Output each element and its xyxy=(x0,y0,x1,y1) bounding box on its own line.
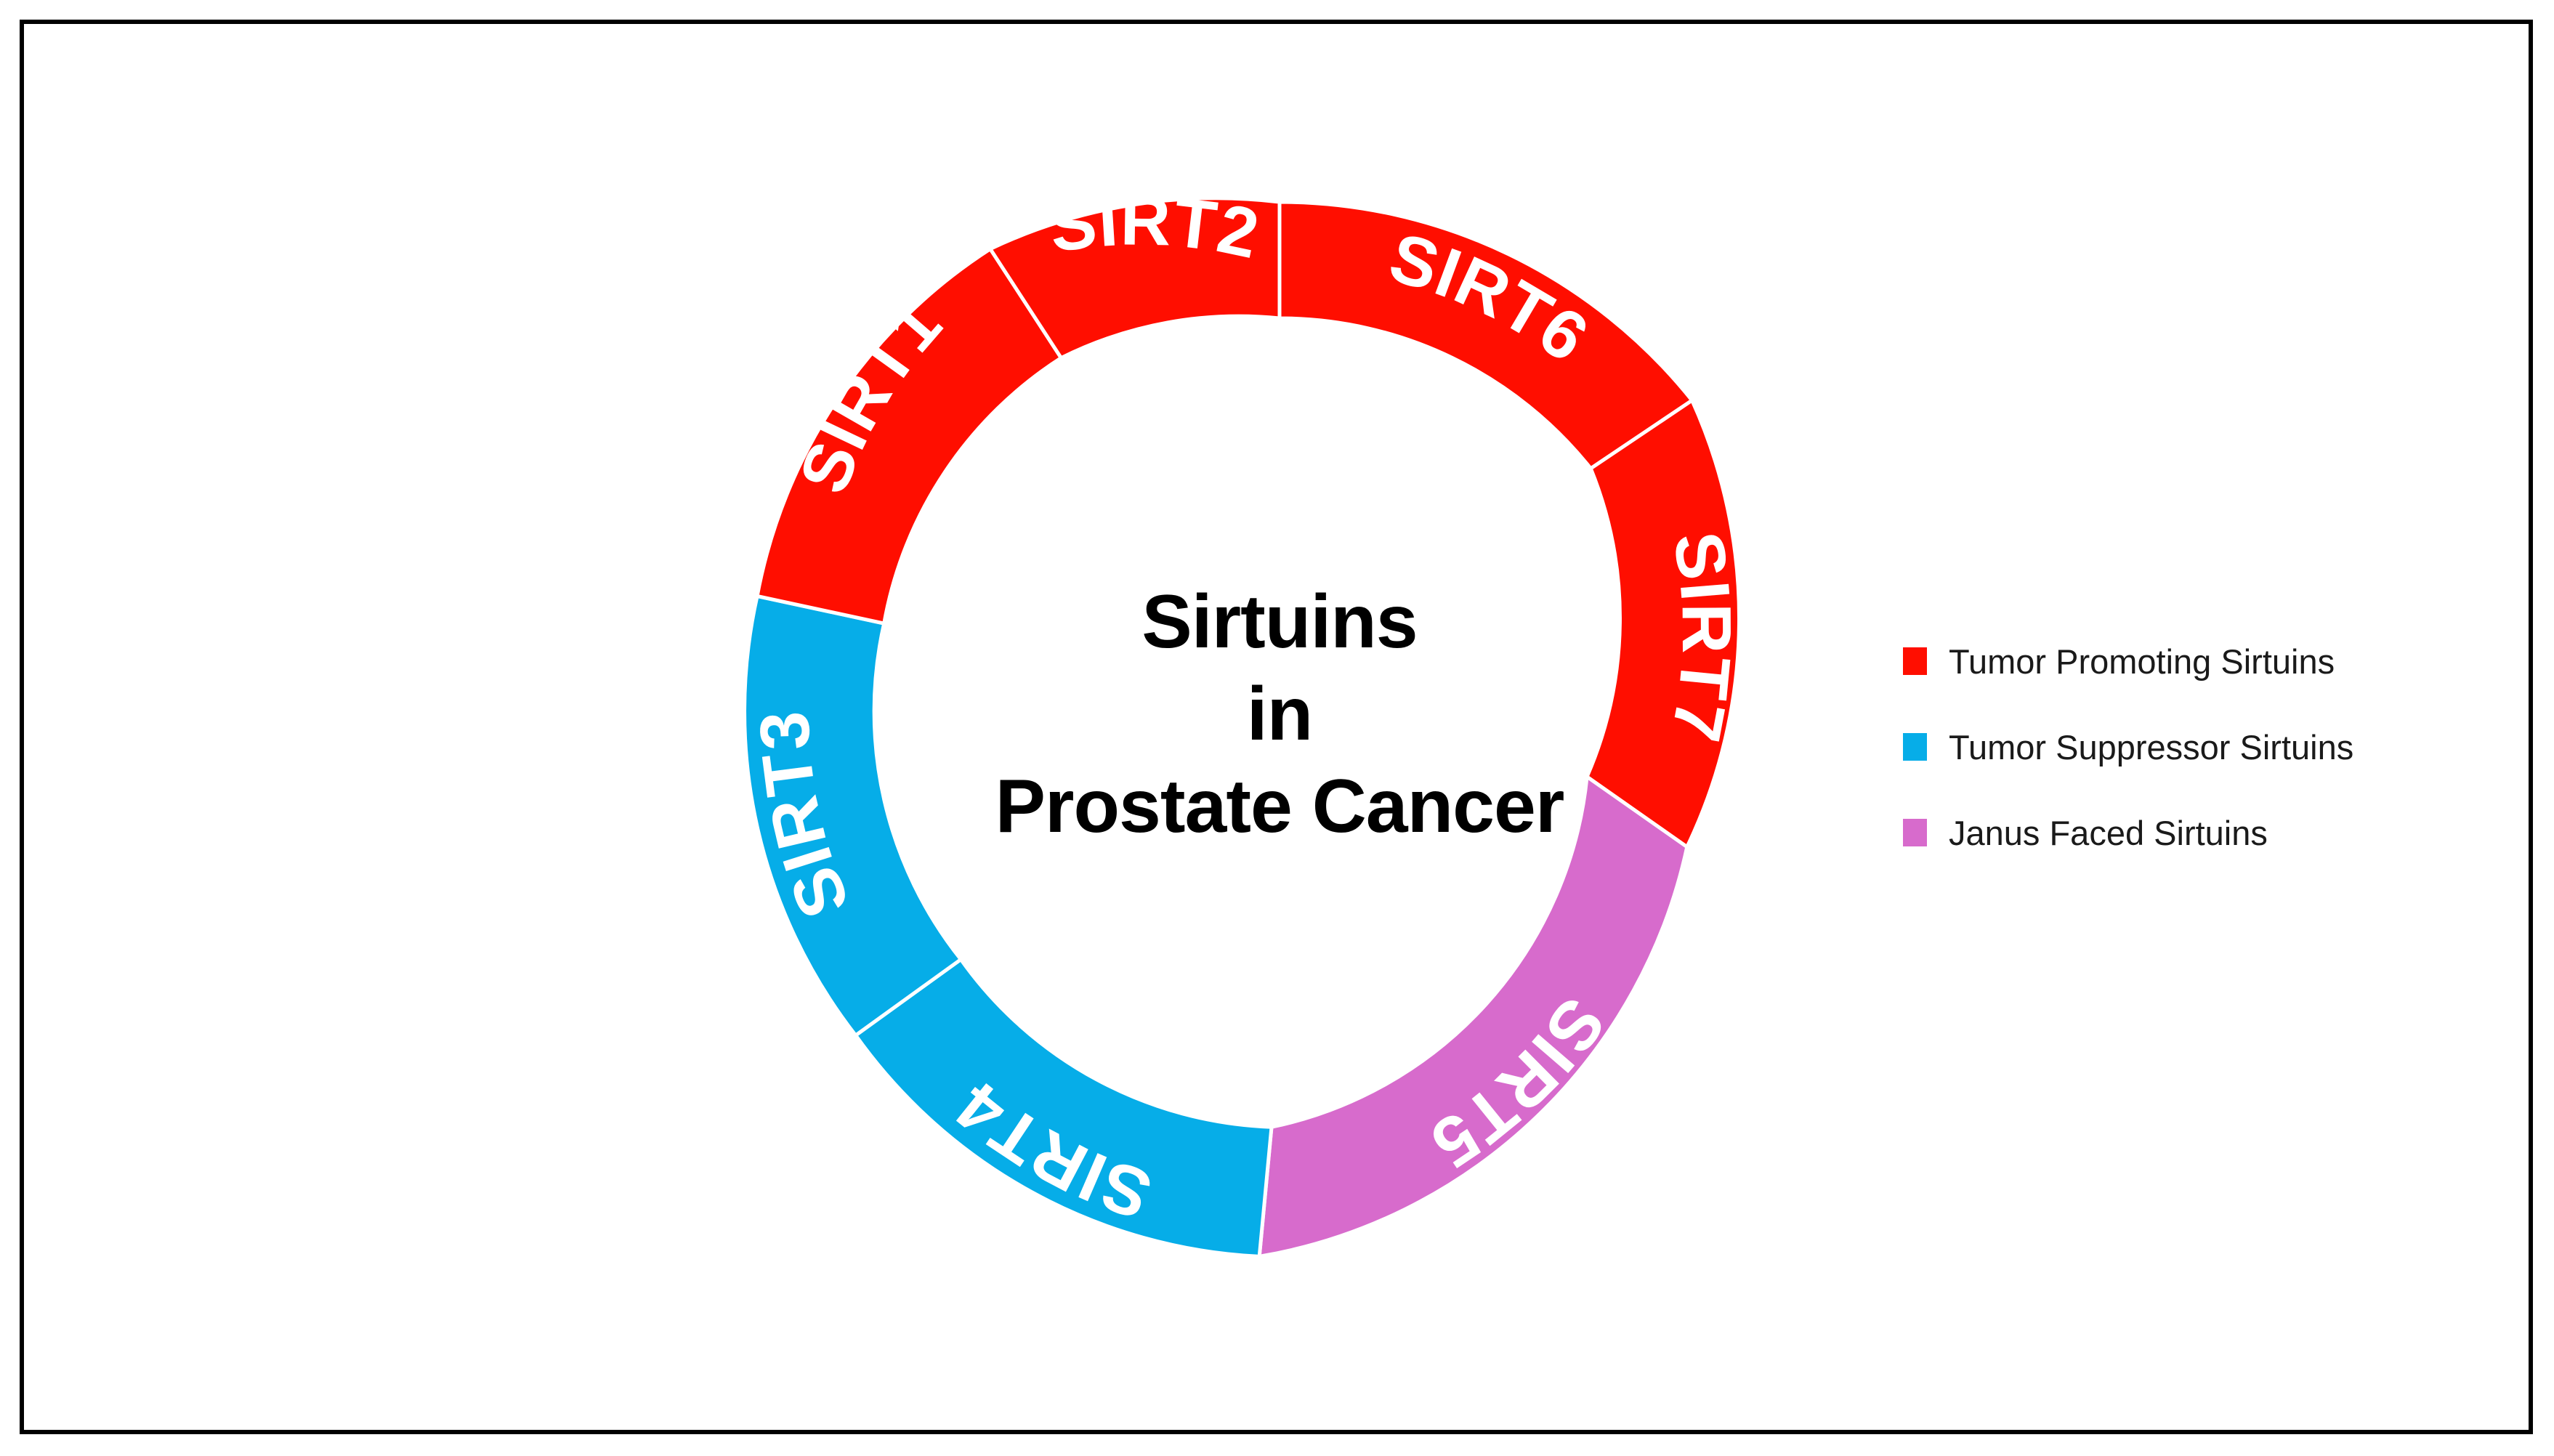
center-text-line-1: Sirtuins xyxy=(1141,580,1418,664)
center-text-line-3: Prostate Cancer xyxy=(995,764,1565,849)
figure-border: SIRT6 SIRT7 SIRT5 SIRT4 SIRT3 SIRT1 xyxy=(20,20,2533,1434)
legend-swatch-icon xyxy=(1903,647,1927,675)
chart-legend: Tumor Promoting Sirtuins Tumor Suppresso… xyxy=(1903,618,2484,875)
legend-item-label: Janus Faced Sirtuins xyxy=(1949,813,2268,852)
donut-slice-sirt6-shape[interactable] xyxy=(1277,200,1695,472)
donut-slice-sirt4[interactable] xyxy=(853,956,1274,1259)
legend-item-tumor-suppressor[interactable]: Tumor Suppressor Sirtuins xyxy=(1903,704,2484,790)
legend-item-label: Tumor Promoting Sirtuins xyxy=(1949,642,2335,681)
donut-chart: SIRT6 SIRT7 SIRT5 SIRT4 SIRT3 SIRT1 xyxy=(24,24,2529,1430)
donut-slice-sirt7[interactable] xyxy=(1584,397,1742,850)
donut-slices xyxy=(743,196,1742,1259)
donut-label-sirt7: SIRT7 xyxy=(1656,527,1745,748)
legend-swatch-icon xyxy=(1903,733,1927,761)
legend-item-tumor-promoting[interactable]: Tumor Promoting Sirtuins xyxy=(1903,618,2484,704)
legend-item-label: Tumor Suppressor Sirtuins xyxy=(1949,727,2354,767)
donut-slice-sirt2[interactable] xyxy=(987,196,1282,360)
legend-swatch-icon xyxy=(1903,819,1927,846)
donut-label-sirt2: SIRT2 xyxy=(1045,182,1266,273)
center-text-line-2: in xyxy=(1246,671,1313,756)
donut-center-annotation: Sirtuins in Prostate Cancer xyxy=(916,576,1643,853)
legend-item-janus-faced[interactable]: Janus Faced Sirtuins xyxy=(1903,790,2484,875)
